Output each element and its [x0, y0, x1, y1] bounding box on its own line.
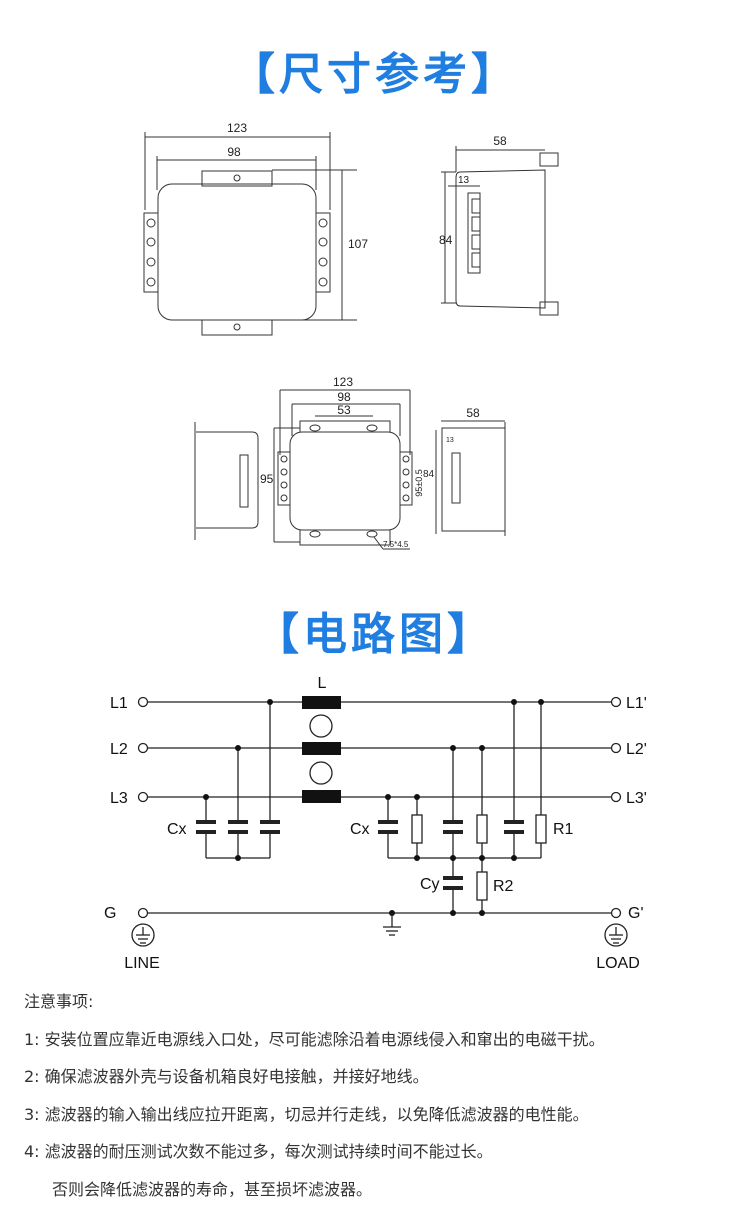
drawing2-front-view: 123 98 53 95 7.5*4.5 — [260, 375, 413, 550]
label-g: G — [104, 905, 116, 922]
note-item: 4: 滤波器的耐压测试次数不能过多，每次测试持续时间不能过长。 — [24, 1142, 493, 1161]
note-item: 2: 确保滤波器外壳与设备机箱良好电接触，并接好地线。 — [24, 1067, 429, 1086]
note-item-continuation: 否则会降低滤波器的寿命，甚至损坏滤波器。 — [52, 1179, 373, 1199]
label-r1: R1 — [553, 821, 574, 838]
label-r2: R2 — [493, 878, 514, 895]
dim2-84: 84 — [423, 469, 435, 480]
dim-98: 98 — [227, 145, 241, 159]
core-icon — [309, 761, 333, 785]
label-l1-out: L1' — [626, 695, 647, 712]
earth-ground-icon — [604, 923, 628, 947]
notes-heading: 注意事项: — [24, 992, 94, 1011]
dimension-drawings: 123 98 107 58 84 13 123 98 53 — [104, 121, 647, 972]
label-l2-out: L2' — [626, 741, 647, 758]
dim2-95: 95 — [260, 472, 274, 486]
ground-icon — [383, 913, 401, 936]
inductor-windings — [302, 696, 341, 803]
label-l1: L1 — [110, 695, 128, 712]
label-g-out: G' — [628, 905, 644, 922]
dim-13: 13 — [458, 175, 470, 186]
dim2-13: 13 — [446, 437, 454, 444]
dim2-mount: 95±0.5 — [414, 469, 424, 496]
core-icon — [309, 714, 333, 738]
label-inductor: L — [318, 675, 327, 692]
circuit-diagram — [131, 696, 628, 947]
label-l3-out: L3' — [626, 790, 647, 807]
label-l2: L2 — [110, 741, 128, 758]
drawing1-side-view: 58 84 13 — [439, 134, 559, 316]
dim2-hole: 7.5*4.5 — [383, 540, 409, 549]
terminals — [137, 696, 622, 919]
dim-84: 84 — [439, 233, 453, 247]
label-l3: L3 — [110, 790, 128, 807]
dim-123: 123 — [227, 121, 247, 135]
drawing2-right-view: 58 95±0.5 84 13 — [414, 406, 506, 536]
label-cy: Cy — [420, 876, 440, 893]
dim-58: 58 — [493, 134, 507, 148]
junction-dots — [203, 699, 544, 916]
circuit-labels: L L1 L2 L3 G L1' L2' L3' G' Cx Cx Cy R1 … — [104, 675, 647, 972]
dimensions-title: 【尺寸参考】 — [231, 49, 519, 100]
note-item: 1: 安装位置应靠近电源线入口处，尽可能滤除沿着电源线侵入和窜出的电磁干扰。 — [24, 1029, 605, 1049]
dim2-123: 123 — [333, 375, 353, 389]
label-line: LINE — [124, 955, 160, 972]
dim2-53: 53 — [337, 403, 351, 417]
label-cx-left: Cx — [167, 821, 187, 838]
label-load: LOAD — [596, 955, 640, 972]
earth-ground-icon — [131, 923, 155, 947]
drawing2-left-view — [194, 422, 259, 540]
circuit-title: 【电路图】 — [255, 609, 495, 660]
note-item: 3: 滤波器的输入输出线应拉开距离，切忌并行走线，以免降低滤波器的电性能。 — [24, 1104, 589, 1124]
notes-section: 注意事项: 1: 安装位置应靠近电源线入口处，尽可能滤除沿着电源线侵入和窜出的电… — [24, 983, 605, 1208]
dim2-98: 98 — [337, 390, 351, 404]
dim2-58: 58 — [466, 406, 480, 420]
drawing1-front-view: 123 98 107 — [143, 121, 368, 336]
dim-107: 107 — [348, 237, 368, 251]
label-cx-right: Cx — [350, 821, 370, 838]
